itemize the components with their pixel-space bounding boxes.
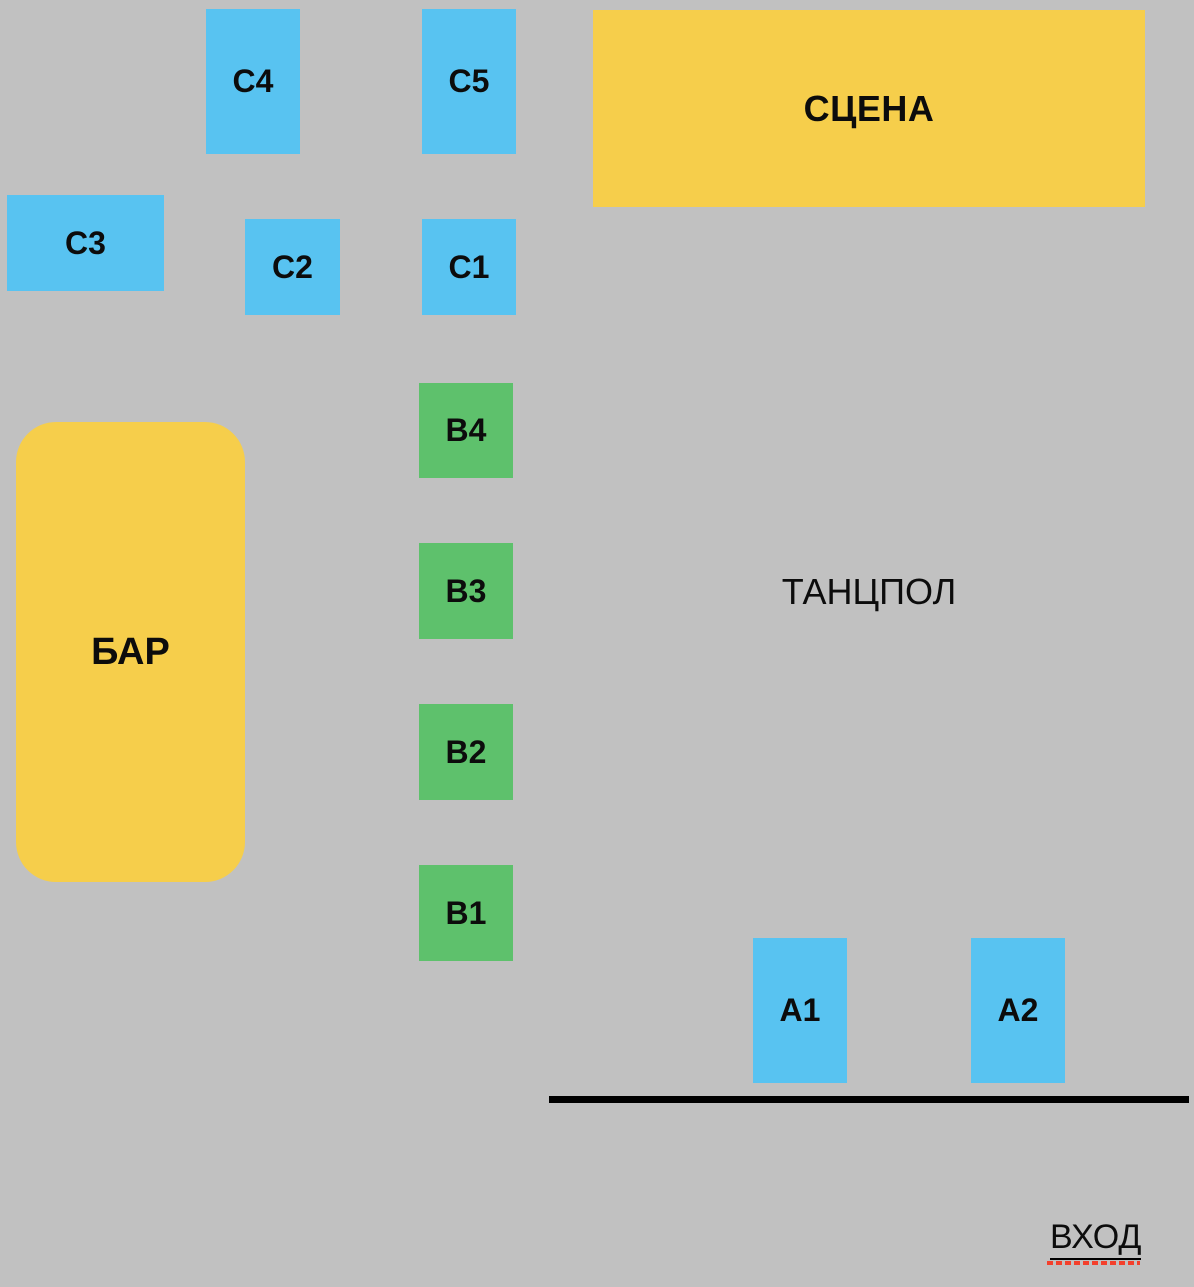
table-c4[interactable]: C4 [206, 9, 300, 154]
table-c1[interactable]: C1 [422, 219, 516, 315]
table-label: C4 [232, 63, 274, 99]
stage-zone: СЦЕНА [593, 10, 1145, 207]
table-b3[interactable]: B3 [419, 543, 513, 639]
entrance-text: ВХОД [1050, 1218, 1142, 1260]
table-c2[interactable]: C2 [245, 219, 340, 315]
table-b4[interactable]: B4 [419, 383, 513, 478]
stage-label: СЦЕНА [803, 87, 935, 129]
table-label: A1 [779, 992, 821, 1028]
entrance-underline-dashes [1047, 1261, 1141, 1265]
table-label: B3 [445, 572, 487, 609]
table-label: C3 [65, 224, 106, 261]
table-label: B4 [445, 412, 487, 448]
table-label: B2 [445, 733, 487, 770]
table-a1[interactable]: A1 [753, 938, 847, 1083]
table-b2[interactable]: B2 [419, 704, 513, 800]
table-label: A2 [997, 992, 1039, 1028]
entrance-label: ВХОД [1047, 1218, 1142, 1265]
table-c5[interactable]: C5 [422, 9, 516, 154]
table-label: B1 [445, 894, 487, 931]
dancefloor-label: ТАНЦПОЛ [781, 571, 957, 612]
bar-label: БАР [91, 630, 170, 673]
table-label: C1 [448, 248, 490, 285]
table-a2[interactable]: A2 [971, 938, 1065, 1083]
table-label: C2 [272, 248, 313, 285]
table-label: C5 [448, 63, 490, 99]
table-b1[interactable]: B1 [419, 865, 513, 961]
table-c3[interactable]: C3 [7, 195, 164, 291]
entrance-divider-line [549, 1096, 1189, 1103]
bar-zone: БАР [16, 422, 245, 882]
